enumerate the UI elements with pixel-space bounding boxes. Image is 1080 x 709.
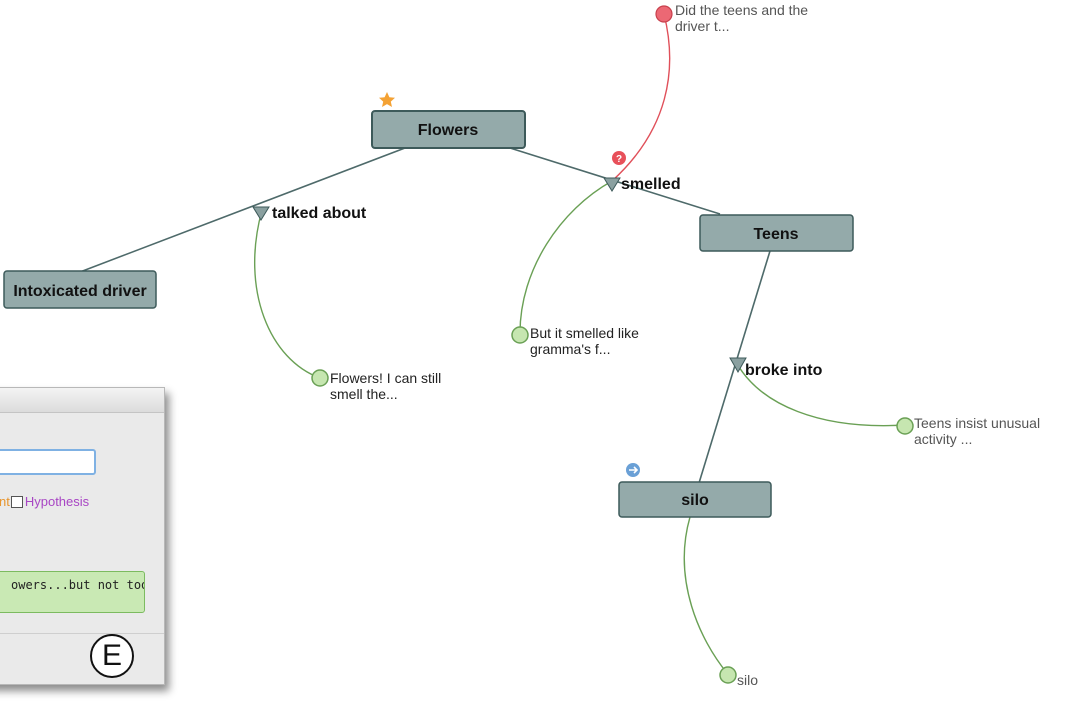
node-intoxicated-driver-label: Intoxicated driver bbox=[13, 283, 146, 300]
dialog-text-input[interactable] bbox=[0, 449, 96, 475]
support-annotation-dot-gramma[interactable] bbox=[511, 326, 529, 344]
dialog-divider bbox=[0, 633, 164, 634]
edge-teens-silo bbox=[698, 250, 771, 484]
arrow-right-icon[interactable] bbox=[626, 463, 640, 477]
node-flowers-label: Flowers bbox=[418, 122, 479, 139]
node-teens[interactable]: Teens bbox=[699, 214, 854, 252]
annotation-teens-insist[interactable]: Teens insist unusual activity ... bbox=[914, 415, 1044, 447]
question-icon[interactable]: ? bbox=[612, 151, 626, 165]
support-curve-talked bbox=[254, 209, 321, 379]
support-annotation-dot-silo[interactable] bbox=[719, 666, 737, 684]
edge-marker-talked[interactable] bbox=[252, 206, 270, 221]
hypothesis-checkbox[interactable] bbox=[10, 495, 23, 508]
edge-label-broke-into[interactable]: broke into bbox=[745, 362, 823, 379]
node-teens-label: Teens bbox=[753, 226, 798, 243]
annotation-silo[interactable]: silo bbox=[737, 672, 758, 688]
node-flowers[interactable]: Flowers bbox=[371, 110, 526, 149]
edit-dialog: nt Hypothesis owers...but not too E bbox=[0, 387, 165, 685]
support-curve-smelled bbox=[519, 180, 613, 334]
node-intoxicated-driver[interactable]: Intoxicated driver bbox=[3, 270, 157, 309]
panel-letter-badge: E bbox=[90, 634, 134, 678]
support-note-item[interactable]: owers...but not too bbox=[0, 571, 145, 613]
hypothesis-checkbox-label[interactable]: Hypothesis bbox=[24, 494, 90, 509]
node-silo-label: silo bbox=[681, 492, 709, 509]
edge-marker-smelled[interactable] bbox=[603, 177, 621, 192]
edge-flowers-driver bbox=[79, 147, 406, 273]
comment-checkbox-label[interactable]: nt bbox=[0, 494, 10, 509]
question-annotation-dot[interactable] bbox=[655, 5, 673, 23]
support-annotation-dot-flowers[interactable] bbox=[311, 369, 329, 387]
node-silo[interactable]: silo bbox=[618, 481, 772, 518]
support-annotation-dot-teens[interactable] bbox=[896, 417, 914, 435]
annotation-flowers-smell[interactable]: Flowers! I can still smell the... bbox=[330, 370, 445, 402]
dialog-header[interactable] bbox=[0, 388, 164, 413]
annotation-did-teens[interactable]: Did the teens and the driver t... bbox=[675, 2, 812, 34]
support-curve-broke bbox=[735, 361, 906, 427]
edge-label-smelled[interactable]: smelled bbox=[621, 176, 681, 193]
annotation-type-checkboxes: nt Hypothesis bbox=[0, 494, 89, 509]
edge-marker-broke[interactable] bbox=[729, 357, 747, 374]
question-curve bbox=[611, 13, 671, 182]
annotation-gramma[interactable]: But it smelled like gramma's f... bbox=[530, 325, 643, 357]
support-curve-silo bbox=[683, 516, 728, 674]
svg-text:?: ? bbox=[616, 154, 622, 165]
star-icon[interactable] bbox=[379, 92, 395, 107]
edge-label-talked-about[interactable]: talked about bbox=[272, 205, 367, 222]
